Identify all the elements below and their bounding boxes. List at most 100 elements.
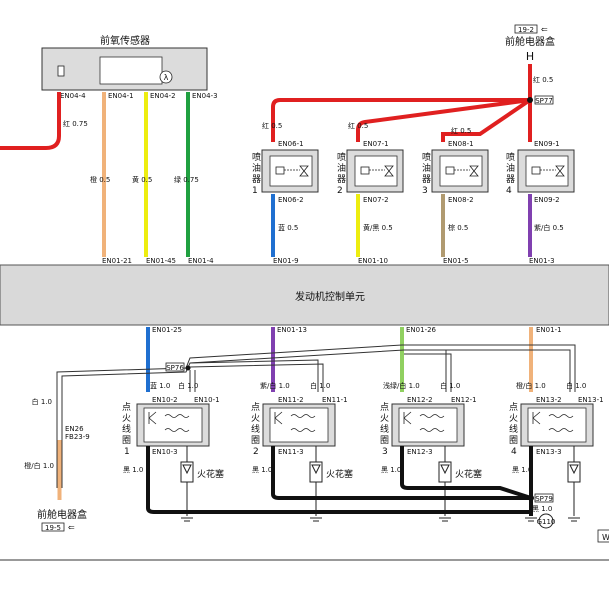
fuse-box-bottom-title: 前舱电器盒	[37, 508, 87, 521]
svg-text:火: 火	[251, 413, 260, 424]
ecu-top-pin-3: EN01-4	[188, 257, 214, 265]
arrow-icon-bottom: ⇐	[68, 523, 75, 532]
svg-text:线: 线	[122, 423, 131, 435]
svg-text:油: 油	[252, 162, 261, 174]
left-white-label: 白 1.0	[32, 397, 52, 406]
svg-text:蓝 1.0: 蓝 1.0	[150, 381, 170, 390]
coil-1: 蓝 1.0 白 1.0 EN10-2 EN10-1 点 火 线 圈 1 EN10…	[122, 381, 224, 480]
supply-wire-inj3	[441, 98, 532, 142]
svg-text:EN12-1: EN12-1	[451, 396, 477, 404]
svg-text:点: 点	[380, 402, 389, 413]
svg-text:圈: 圈	[509, 435, 518, 446]
svg-text:器: 器	[506, 174, 515, 185]
left-fb: FB23-9	[65, 433, 90, 441]
svg-text:蓝 0.5: 蓝 0.5	[278, 223, 298, 232]
svg-text:黑 1.0: 黑 1.0	[381, 466, 401, 474]
splice-gnd-label: SP79	[535, 495, 553, 503]
svg-text:EN11-2: EN11-2	[278, 396, 304, 404]
svg-text:线: 线	[509, 423, 518, 435]
svg-text:EN10-3: EN10-3	[152, 448, 178, 456]
gnd-wire-label: 黑 1.0	[532, 505, 552, 513]
svg-text:EN10-1: EN10-1	[194, 396, 220, 404]
svg-text:2: 2	[337, 186, 343, 196]
svg-text:EN06-1: EN06-1	[278, 140, 304, 148]
sensor-wire-label-4: 绿 0.75	[174, 175, 199, 184]
supply-wire-inj2	[356, 98, 531, 142]
svg-text:点: 点	[122, 402, 131, 413]
fuse-ref-top: 19-2	[518, 26, 534, 34]
svg-text:EN13-3: EN13-3	[536, 448, 562, 456]
spark-plugs	[180, 446, 581, 516]
svg-text:红 0.5: 红 0.5	[262, 121, 282, 130]
svg-text:白 1.0: 白 1.0	[566, 381, 586, 390]
svg-text:EN11-3: EN11-3	[278, 448, 304, 456]
svg-text:喷: 喷	[252, 152, 261, 163]
svg-text:EN06-2: EN06-2	[278, 196, 304, 204]
ground-point-circle	[538, 513, 554, 529]
svg-text:点: 点	[251, 402, 260, 413]
svg-text:火: 火	[509, 413, 518, 424]
splice-gnd-box	[534, 493, 554, 503]
svg-text:器: 器	[252, 174, 261, 185]
lambda-sensor-icon	[159, 70, 173, 84]
fuse-box-top-title: 前舱电器盒	[505, 35, 555, 48]
sensor-pin-4: EN04-3	[192, 92, 218, 100]
ground-label: G110	[537, 518, 556, 526]
svg-text:火花塞: 火花塞	[326, 468, 353, 480]
ecu-title: 发动机控制单元	[295, 290, 365, 303]
svg-text:1: 1	[252, 186, 258, 196]
svg-text:EN13-1: EN13-1	[578, 396, 604, 404]
edge-box	[597, 529, 609, 543]
svg-text:4: 4	[506, 186, 512, 196]
svg-text:EN12-2: EN12-2	[407, 396, 433, 404]
ecu-band	[0, 264, 609, 326]
svg-text:火: 火	[380, 413, 389, 424]
splice-top-box	[534, 95, 554, 105]
svg-text:火花塞: 火花塞	[455, 468, 482, 480]
svg-text:点: 点	[509, 402, 518, 413]
svg-text:EN10-2: EN10-2	[152, 396, 178, 404]
svg-text:黑 1.0: 黑 1.0	[512, 466, 532, 474]
svg-text:油: 油	[422, 162, 431, 174]
left-orange-label: 橙/白 1.0	[24, 461, 54, 470]
fuse-box-letter: H	[526, 50, 534, 63]
svg-text:红 0.5: 红 0.5	[348, 121, 368, 130]
svg-text:油: 油	[506, 162, 515, 174]
svg-text:线: 线	[380, 423, 389, 435]
svg-text:EN11-1: EN11-1	[322, 396, 348, 404]
splice-gnd-dot	[528, 495, 534, 501]
svg-text:火花塞: 火花塞	[197, 468, 224, 480]
svg-text:黄/黑 0.5: 黄/黑 0.5	[363, 223, 393, 232]
top-red-label: 红 0.5	[533, 75, 553, 84]
white-power-wires	[56, 344, 576, 488]
sensor-wire-label-1: 红 0.75	[63, 119, 88, 128]
svg-text:EN07-1: EN07-1	[363, 140, 389, 148]
coil-4: 橙/白 1.0 白 1.0 EN13-2 EN13-1 点 火 线 圈 4 EN…	[509, 381, 604, 474]
supply-wire-inj1	[271, 98, 530, 142]
svg-text:EN07-2: EN07-2	[363, 196, 389, 204]
ecu-top-pin-6: EN01-5	[443, 257, 469, 265]
injector-symbols	[275, 165, 565, 177]
lambda-glyph: λ	[164, 73, 169, 82]
svg-text:2: 2	[253, 447, 259, 457]
svg-text:浅绿/白 1.0: 浅绿/白 1.0	[383, 381, 420, 390]
splice-mid-label: SP76	[166, 364, 184, 372]
svg-text:4: 4	[511, 447, 517, 457]
svg-text:EN09-1: EN09-1	[534, 140, 560, 148]
coil-symbols	[148, 411, 574, 432]
svg-text:紫/白 0.5: 紫/白 0.5	[534, 223, 564, 232]
svg-text:圈: 圈	[380, 435, 389, 446]
svg-text:1: 1	[124, 447, 130, 457]
ecu-top-pin-4: EN01-9	[273, 257, 299, 265]
splice-mid-box	[165, 362, 185, 372]
sensor-title: 前氧传感器	[100, 34, 150, 47]
ecu-top-pin-1: EN01-21	[102, 257, 132, 265]
sensor-pin-2: EN04-1	[108, 92, 134, 100]
svg-text:EN08-2: EN08-2	[448, 196, 474, 204]
svg-text:圈: 圈	[251, 435, 260, 446]
splice-top-dot	[527, 97, 533, 103]
svg-text:火: 火	[122, 413, 131, 424]
splice-top-label: SP77	[535, 97, 553, 105]
ecu-bottom-pin-2: EN01-13	[277, 326, 307, 334]
